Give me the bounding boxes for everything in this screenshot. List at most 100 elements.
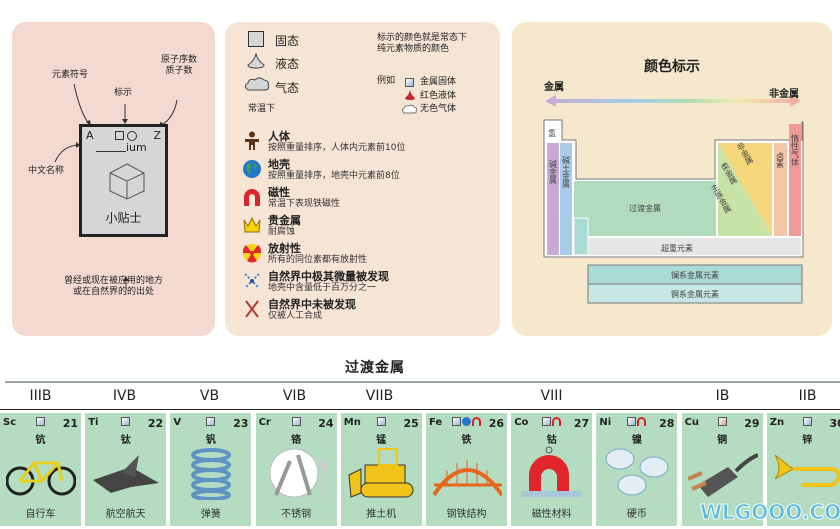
- alkaline-earth-label: 碱土金属: [562, 156, 571, 189]
- legend-title: 地壳: [268, 158, 290, 171]
- element-cell-zn[interactable]: Zn 30 锌: [766, 413, 840, 526]
- atomic-number: 26: [488, 417, 504, 430]
- name-blank: [96, 151, 126, 152]
- red-drop-icon: [405, 90, 415, 100]
- element-cell-ti[interactable]: Ti 22 钛 航空航天: [85, 413, 167, 526]
- usage-label-line1: 曾经或现在被应用的地方: [63, 276, 163, 286]
- element-cell-ni[interactable]: Ni 28 镍 硬币: [596, 413, 678, 526]
- atomic-number-label: 原子序数 质子数: [160, 55, 197, 76]
- element-markers: [0, 417, 81, 428]
- element-use: 磁性材料: [531, 509, 572, 520]
- element-cell-v[interactable]: V 23 钒 弹簧: [170, 413, 252, 526]
- card-symbol: A: [86, 129, 94, 142]
- element-name: 镍: [631, 435, 642, 446]
- metal-solid-icon: [452, 417, 461, 426]
- usage-label: 曾经或现在被应用的地方 或在自然界的的出处: [12, 276, 215, 298]
- atomic-number: 27: [573, 417, 590, 430]
- element-markers: [256, 417, 337, 428]
- legend-title: 自然界中极其微量被发现: [268, 270, 389, 283]
- usage-label-line2: 或在自然界的的出处: [72, 287, 154, 297]
- legend-desc: 按照重量排序，地壳中元素前8位: [268, 171, 400, 181]
- noble-region: [789, 124, 801, 236]
- halogen-label: 卤素: [776, 151, 785, 168]
- element-symbol: Fe: [429, 417, 443, 428]
- element-use: 硬币: [626, 509, 647, 520]
- legend-desc: 所有的同位素都有放射性: [268, 255, 368, 265]
- color-note: 标示的颜色就是常态下 纯元素物质的颜色: [377, 33, 467, 55]
- element-markers: [426, 417, 507, 428]
- element-markers: [682, 417, 763, 428]
- element-markers: [85, 417, 166, 428]
- element-use: 推土机: [366, 509, 397, 520]
- legend-item-noble: 贵金属耐腐蚀: [242, 215, 301, 238]
- usage-illustration: [191, 448, 232, 500]
- element-cell-sc[interactable]: Sc 21 钪 自行车: [0, 413, 81, 526]
- transition-label: 过渡金属: [629, 203, 661, 213]
- element-symbol: Cu: [684, 417, 700, 428]
- legend-title: 人体: [268, 130, 290, 143]
- element-use: 钢铁结构: [446, 509, 487, 520]
- magnet-icon: [552, 417, 562, 426]
- element-name: 铜: [717, 435, 728, 446]
- color-note-line1: 标示的颜色就是常态下: [377, 33, 468, 43]
- element-cell-mn[interactable]: Mn 25 锰 推土机: [340, 413, 422, 526]
- group-label: VIII: [540, 388, 563, 404]
- group-label: VB: [199, 388, 220, 404]
- square-icon: [115, 131, 124, 140]
- superheavy-region: [574, 238, 801, 255]
- element-use: 弹簧: [200, 509, 221, 520]
- element-cell-cr[interactable]: Cr 24 铬 不锈钢: [255, 413, 337, 526]
- card-suffix: ium: [126, 141, 147, 154]
- lanthanide-label: 镧系金属元素: [671, 270, 719, 280]
- element-name: 钴: [546, 435, 557, 446]
- color-note-line2: 纯元素物质的颜色: [377, 44, 450, 54]
- metal-solid-icon: [405, 78, 414, 87]
- legend-panel: [225, 22, 500, 336]
- example-metal-solid: 金属固体: [420, 77, 457, 87]
- legend-item-human: 人体按照重量排序，人体内元素前10位: [242, 131, 405, 154]
- legend-title: 磁性: [268, 186, 290, 199]
- noble-label: 惰性气体: [791, 133, 800, 167]
- state-solid: 固态: [275, 34, 300, 48]
- drop-liquid-icon: [247, 53, 265, 69]
- example-label: 例如: [377, 76, 396, 86]
- legend-item-trace: 自然界中极其微量被发现地壳中含量低于百万分之一: [242, 271, 389, 294]
- legend-item-synthetic: 自然界中未被发现仅被人工合成: [242, 299, 356, 322]
- legend-desc: 仅被人工合成: [268, 311, 323, 321]
- alkali-region: [547, 143, 559, 255]
- element-markers: [767, 417, 840, 428]
- metal-solid-icon: [376, 417, 386, 426]
- key-arrows: [54, 83, 178, 290]
- radioactive-icon: [242, 244, 262, 263]
- cube-icon: [109, 163, 145, 200]
- element-name: 锌: [802, 435, 813, 446]
- group-label: IIIB: [29, 388, 52, 404]
- element-cell-cu[interactable]: Cu 29 铜: [681, 413, 763, 526]
- atomic-number: 30: [829, 417, 840, 430]
- metal-gradient-arrow: [545, 95, 801, 107]
- metal-solid-icon: [36, 417, 45, 426]
- legend-desc: 按照重量排序，人体内元素前10位: [268, 143, 406, 153]
- element-symbol: Ti: [88, 417, 99, 428]
- post-transition-region: [718, 143, 772, 236]
- metal-solid-icon: [206, 417, 216, 426]
- magnet-icon: [472, 417, 481, 426]
- legend-desc: 常温下表现铁磁性: [268, 199, 341, 209]
- superheavy-label: 超重元素: [661, 243, 693, 253]
- group-label: VIIB: [365, 388, 394, 404]
- usage-illustration: [432, 460, 502, 497]
- group-label: VIB: [282, 388, 307, 404]
- white-cloud-icon: [402, 104, 418, 114]
- element-name: 锰: [376, 435, 387, 446]
- element-cell-fe[interactable]: Fe 26 铁 钢铁结构: [426, 413, 507, 526]
- temp-note: 常温下: [248, 104, 276, 114]
- element-name: 钛: [120, 435, 131, 446]
- element-cell-co[interactable]: Co 27 钴 磁性材料: [511, 413, 593, 526]
- section-divider: [5, 381, 840, 383]
- halogen-region: [774, 143, 787, 236]
- legend-title: 放射性: [268, 242, 301, 255]
- cn-name-label: 中文名称: [28, 166, 65, 176]
- element-symbol: Zn: [769, 417, 785, 428]
- group-label: IIB: [798, 388, 817, 404]
- atomic-number: 24: [318, 417, 334, 430]
